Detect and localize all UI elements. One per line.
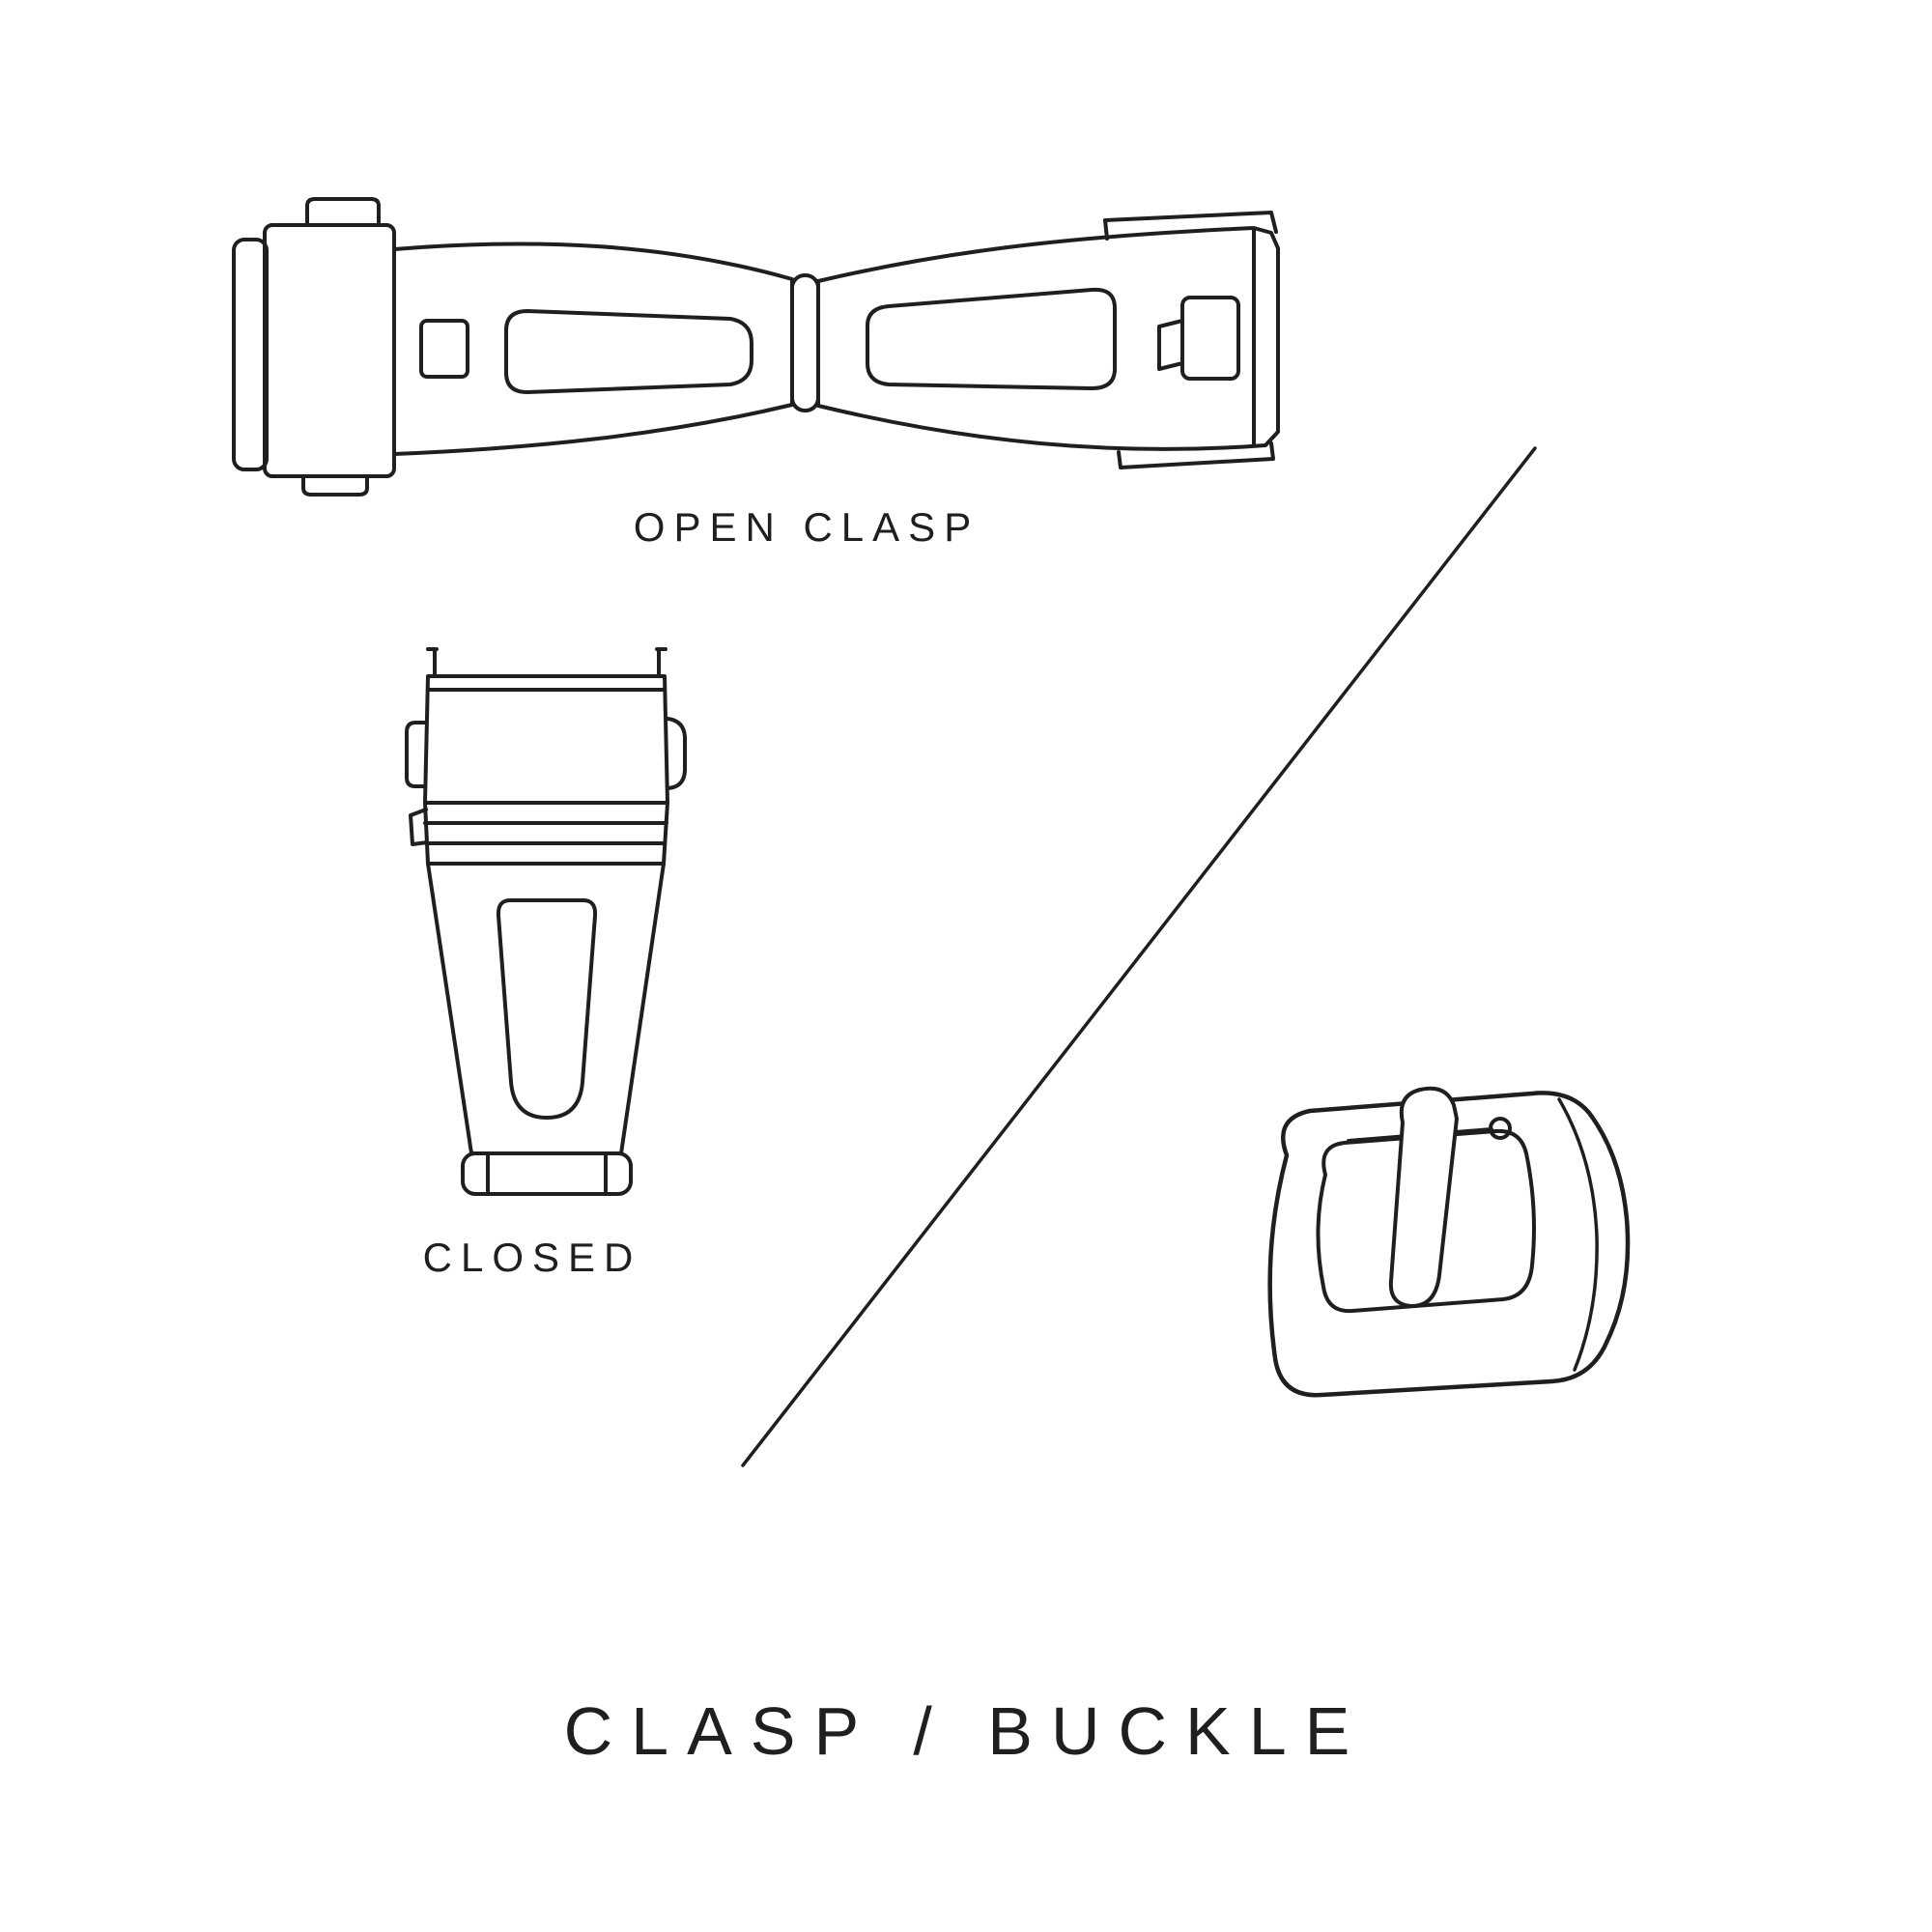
open-clasp-illustration [232, 197, 1280, 497]
open-clasp-left-roller [232, 238, 269, 471]
diagram-title: CLASP / BUCKLE [563, 1693, 1369, 1769]
buckle-pin-ring [1489, 1117, 1512, 1140]
open-clasp-left-arm [392, 242, 794, 456]
open-clasp-left-block [263, 223, 396, 478]
closed-clasp-label: CLOSED [422, 1235, 642, 1280]
open-clasp-label: OPEN CLASP [633, 504, 980, 550]
buckle-prong [1388, 1086, 1459, 1308]
open-clasp-hinge [790, 273, 820, 412]
closed-clasp-cover [423, 674, 669, 805]
closed-clasp-illustration [405, 647, 687, 1196]
buckle-frame [1267, 1091, 1631, 1398]
closed-clasp-body [426, 862, 666, 1155]
tang-buckle-illustration [1267, 1086, 1631, 1398]
diagonal-divider-line [741, 446, 1537, 1467]
open-clasp-right-arm [816, 226, 1280, 451]
